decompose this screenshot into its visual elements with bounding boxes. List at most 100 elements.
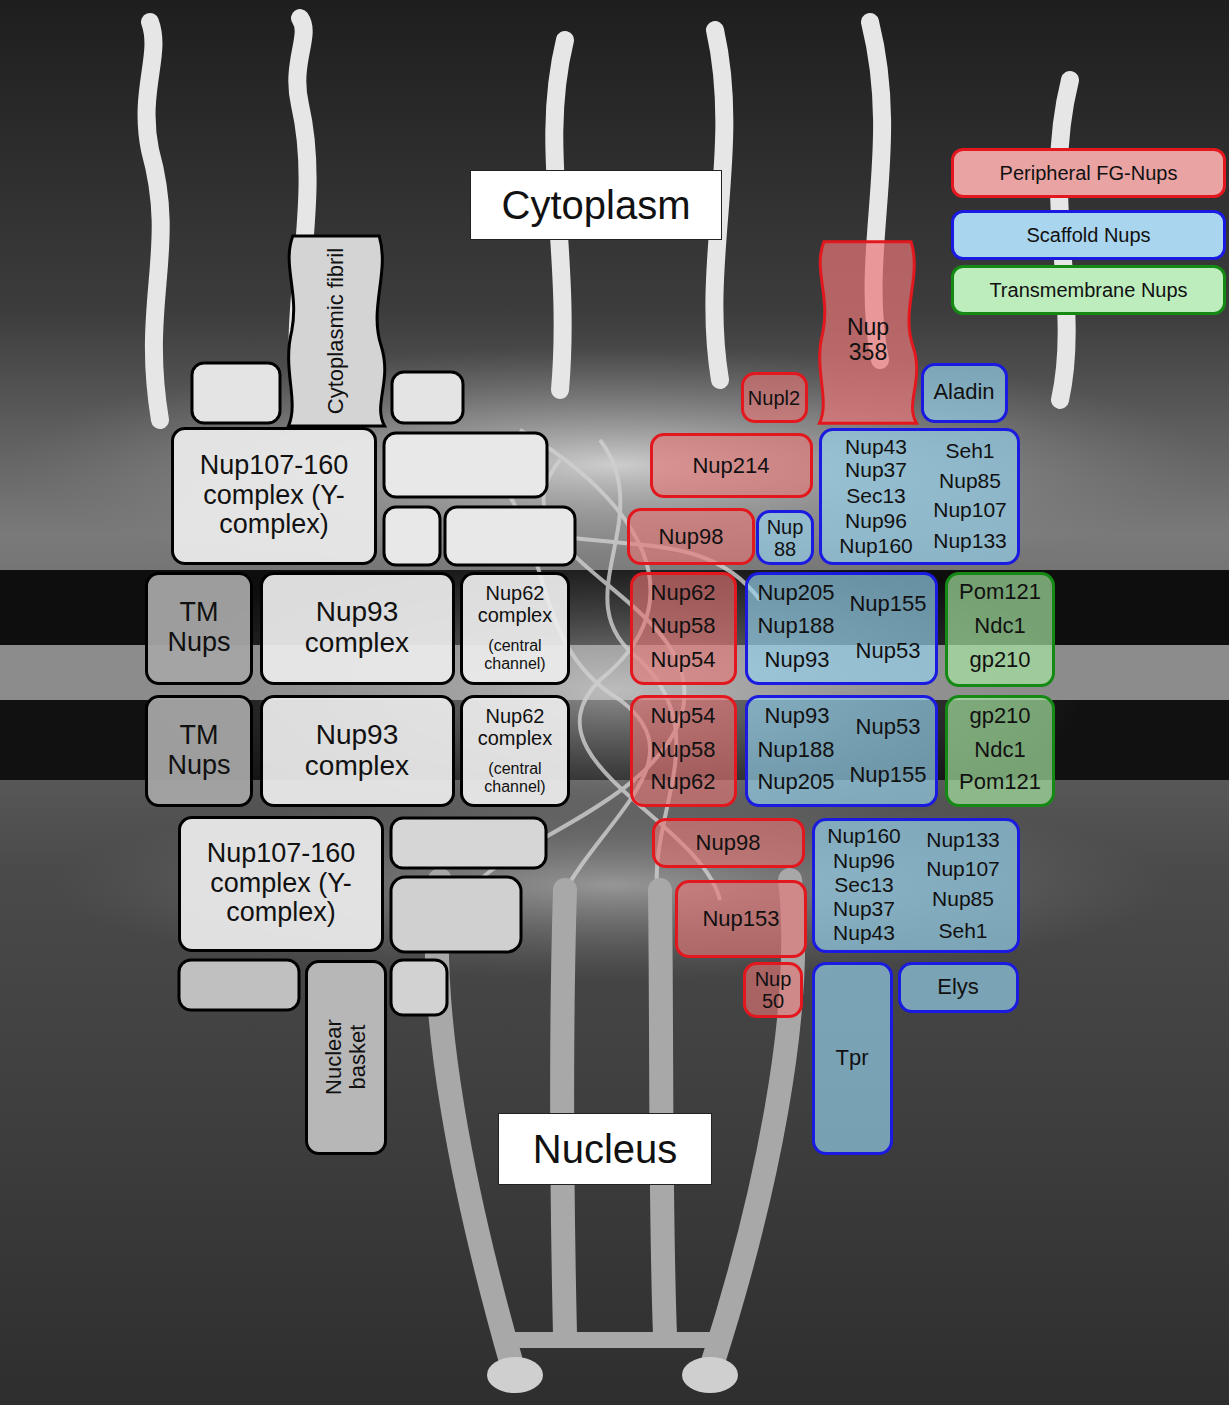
scaffold-nup-box: Nup 88 [756,510,814,565]
protein-name: Nup153 [702,907,779,931]
protein-name: Nup93 complex [270,597,445,659]
legend-swatch: Transmembrane Nups [951,265,1226,315]
fg-nup-box: Nup98 [652,818,805,868]
protein-name: Ndc1 [974,614,1025,638]
legend-text: Peripheral FG-Nups [1000,162,1178,185]
empty-box [391,960,447,1015]
complex-box: Nup93 complex [260,695,455,807]
protein-name: Aladin [933,380,994,404]
filament [147,22,161,420]
scaffold-nup-box: Aladin [921,363,1008,423]
fg-nup-box: Nup98 [627,508,755,565]
protein-name: Nup93 [765,648,830,672]
protein-name: Nup43 [845,435,907,458]
protein-name: Pom121 [959,770,1041,794]
basket-foot [682,1357,738,1393]
protein-name: TM Nups [152,721,247,780]
protein-name: Nup160 [827,824,901,847]
protein-name: Nup155 [849,763,926,787]
fg-nup-box: Nup 358 [813,240,922,425]
wavy-outline-path [288,236,384,426]
complex-box: TM Nups [145,572,253,685]
protein-name: Nup53 [856,639,921,663]
protein-name: Nup188 [757,614,834,638]
empty-box [179,960,299,1010]
legend-text: Transmembrane Nups [989,279,1187,302]
protein-name: Ndc1 [974,738,1025,762]
protein-name: Seh1 [945,439,994,462]
protein-name: Tpr [836,1046,869,1070]
protein-name: Nup62 [651,581,716,605]
transmembrane-nup-box: gp210Ndc1Pom121 [945,695,1055,807]
scaffold-nup-box: Tpr [812,962,893,1155]
protein-name: gp210 [969,648,1030,672]
protein-name: Nup62 complex [465,705,565,749]
protein-name: Nuclear basket [322,987,370,1127]
fg-nup-box: Nup153 [675,880,807,958]
protein-name: Nup96 [833,849,895,872]
protein-name: Nup 88 [761,516,809,560]
scaffold-nup-box: Nup160Nup133Nup96Nup107Sec13Nup85Nup37Se… [812,818,1020,953]
legend-text: Scaffold Nups [1026,224,1150,247]
empty-box [445,507,575,565]
protein-name: Nup54 [651,704,716,728]
protein-name: Nup188 [757,738,834,762]
legend-swatch: Peripheral FG-Nups [951,148,1226,198]
protein-name: Nup 358 [833,315,903,366]
empty-box [391,877,521,952]
protein-name: Nup107 [926,857,1000,880]
protein-name: Nup62 [651,770,716,794]
complex-box: Nup107-160 complex (Y-complex) [171,427,377,565]
protein-name: Nup54 [651,648,716,672]
scaffold-nup-box: Nup93Nup53Nup188Nup155Nup205 [745,695,938,807]
protein-name: Nup93 complex [270,720,445,782]
protein-name: Nup107-160 complex (Y-complex) [176,451,372,540]
fg-nup-box: Nupl2 [741,372,808,423]
protein-name: Nup37 [833,897,895,920]
basket-ring [505,1332,720,1348]
region-label: Cytoplasm [502,183,691,227]
basket-foot [487,1357,543,1393]
protein-name: Nup96 [845,509,907,532]
empty-box [392,372,463,423]
protein-name: Sec13 [846,484,906,507]
protein-name: Nup205 [757,581,834,605]
empty-box [384,433,547,497]
protein-name: Nup58 [651,614,716,638]
nuclear-ring [54,790,1174,980]
transmembrane-nup-box: Pom121Ndc1gp210 [945,572,1055,687]
protein-name: Nup98 [696,831,761,855]
complex-box: Nup93 complex [260,572,455,685]
fibril-shape: Cytoplasmic fibril [282,234,390,428]
region-label-box: Cytoplasm [470,170,722,240]
protein-name: (central channel) [465,760,565,795]
wavy-outline-path [820,242,917,423]
protein-name: Nupl2 [748,387,800,409]
fg-nup-box: Nup62Nup58Nup54 [630,572,737,685]
protein-name: Cytoplasmic fibril [324,246,348,416]
protein-name: Nup155 [849,592,926,616]
empty-box [384,507,440,565]
basket-box: Nuclear basket [305,960,387,1155]
protein-name: Nup214 [692,454,769,478]
region-label-box: Nucleus [498,1113,712,1185]
protein-name: Nup37 [845,458,907,481]
protein-name: Nup93 [765,704,830,728]
protein-name: Nup43 [833,921,895,944]
scaffold-nup-box: Elys [898,962,1019,1013]
fg-nup-box: Nup214 [650,433,813,498]
protein-name: Nup133 [926,828,1000,851]
protein-name: Nup98 [659,525,724,549]
fg-nup-box: Nup54Nup58Nup62 [630,695,737,807]
complex-box: Nup62 complex(central channel) [460,572,570,685]
protein-name: Nup107 [933,498,1007,521]
protein-name: Nup107-160 complex (Y-complex) [183,839,379,928]
scaffold-nup-box: Nup205 Nup155Nup188Nup53 Nup93 [745,572,938,685]
complex-box: Nup107-160 complex (Y-complex) [178,816,384,952]
scaffold-nup-box: Nup43Seh1Nup37Nup85Sec13Nup107Nup96Nup13… [819,428,1020,565]
protein-name: Nup133 [933,529,1007,552]
protein-name: gp210 [969,704,1030,728]
cytoplasmic-filaments [147,18,1070,420]
